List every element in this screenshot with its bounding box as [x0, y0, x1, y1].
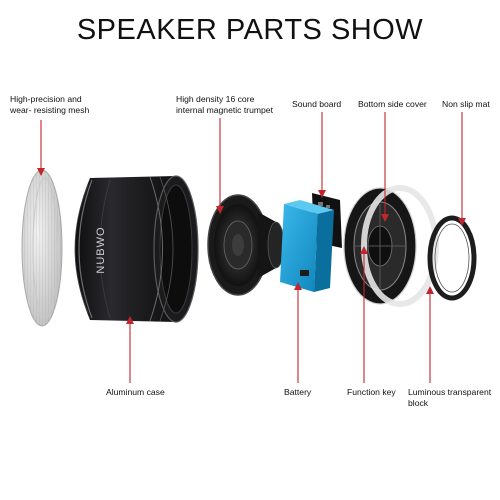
label-function-key: Function key [347, 387, 396, 397]
label-sound-board: Sound board [292, 99, 342, 109]
bottom-side-cover [343, 187, 417, 305]
arrowhead-non-slip [458, 218, 466, 226]
label-aluminum-case: Aluminum case [106, 387, 165, 397]
mesh-grille [21, 169, 63, 327]
magnetic-trumpet-driver [207, 194, 285, 296]
battery [280, 200, 334, 292]
aluminum-case: NUBWO [74, 175, 199, 323]
arrowhead-function-key [360, 246, 368, 254]
non-slip-mat [427, 215, 477, 301]
arrowhead-aluminum [126, 316, 134, 324]
label-bottom-side-cover: Bottom side cover [358, 99, 427, 109]
arrowhead-trumpet [216, 206, 224, 214]
arrowhead-bottom-cover [381, 214, 389, 222]
arrowhead-mesh [37, 168, 45, 176]
label-non-slip-mat: Non slip mat [442, 99, 490, 109]
page-title: SPEAKER PARTS SHOW [76, 14, 424, 46]
arrowhead-battery [294, 282, 302, 290]
brand-logo: NUBWO [95, 226, 107, 273]
leader-lines [40, 112, 463, 383]
arrowhead-luminous [426, 286, 434, 294]
label-battery: Battery [284, 387, 312, 397]
arrowhead-sound-board [318, 190, 326, 198]
